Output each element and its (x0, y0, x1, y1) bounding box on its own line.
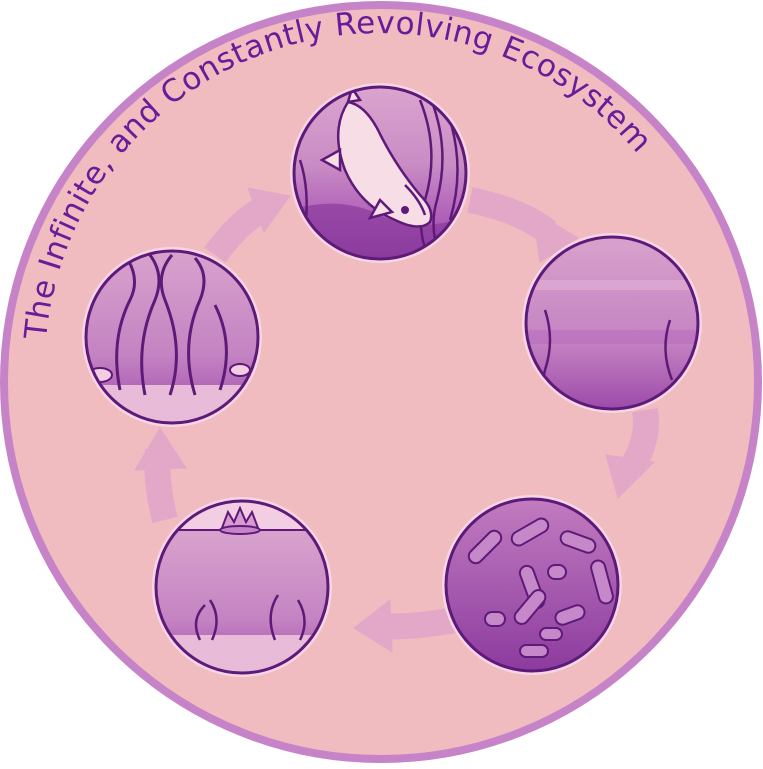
bacteria-icon (467, 517, 614, 658)
lily-pond-icon (219, 505, 261, 535)
stage-fish (290, 83, 470, 263)
stage-seaweed (82, 247, 262, 427)
cycle-arrows (134, 187, 659, 653)
seaweed-icon (298, 99, 459, 259)
seaweed-icon (115, 254, 228, 396)
fish-icon (319, 87, 433, 228)
arrow-head-4 (134, 427, 187, 471)
stage-water (522, 233, 702, 413)
arrow-head-3 (353, 599, 393, 653)
seaweed-icon (194, 594, 306, 641)
stage-bacteria (442, 495, 622, 675)
arrow-head-5 (247, 187, 291, 234)
arrow-head-1 (531, 209, 579, 263)
stage-pond (152, 497, 332, 677)
arrow-head-2 (605, 454, 656, 499)
